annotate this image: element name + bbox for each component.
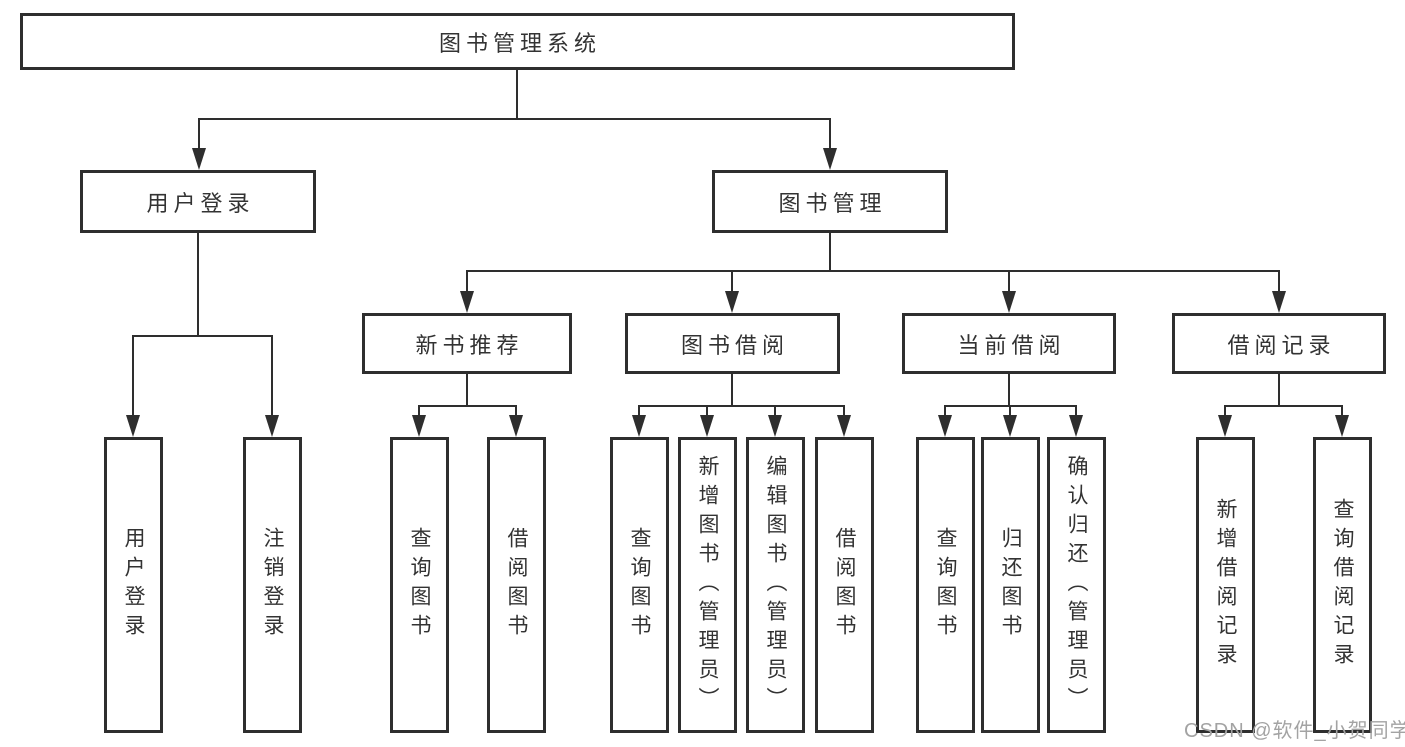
arrowhead-down-icon	[509, 415, 523, 437]
node-user-login-label: 用户登录	[146, 190, 255, 216]
node-user-login: 用户登录	[80, 170, 316, 233]
arrowhead-down-icon	[700, 415, 714, 437]
connector-line	[638, 405, 845, 407]
connector-line	[1341, 407, 1343, 417]
connector-line	[829, 120, 831, 150]
leaf-borrow-books-2-label: 借阅图书	[833, 527, 856, 643]
leaf-query-books-2: 查询图书	[610, 437, 669, 733]
arrowhead-down-icon	[725, 291, 739, 313]
connector-line	[944, 407, 946, 417]
connector-line	[1008, 272, 1010, 293]
arrowhead-down-icon	[460, 291, 474, 313]
connector-line	[1008, 374, 1010, 407]
leaf-return-books: 归还图书	[981, 437, 1040, 733]
leaf-add-borrow-record: 新增借阅记录	[1196, 437, 1255, 733]
connector-line	[466, 272, 468, 293]
arrowhead-down-icon	[126, 415, 140, 437]
connector-line	[418, 405, 517, 407]
connector-line	[843, 407, 845, 417]
arrowhead-down-icon	[1003, 415, 1017, 437]
leaf-confirm-return-admin-label: 确认归还（管理员）	[1065, 454, 1088, 716]
connector-line	[1009, 407, 1011, 417]
leaf-query-borrow-record-label: 查询借阅记录	[1331, 498, 1354, 672]
arrowhead-down-icon	[1335, 415, 1349, 437]
node-book-borrowing-label: 图书借阅	[680, 332, 789, 358]
node-new-book-recommend: 新书推荐	[362, 313, 572, 374]
arrowhead-down-icon	[1002, 291, 1016, 313]
leaf-add-books-admin: 新增图书（管理员）	[678, 437, 737, 733]
connector-line	[706, 407, 708, 417]
leaf-borrow-books-1-label: 借阅图书	[505, 527, 528, 643]
connector-line	[132, 337, 134, 417]
leaf-user-login: 用户登录	[104, 437, 163, 733]
leaf-confirm-return-admin: 确认归还（管理员）	[1047, 437, 1106, 733]
connector-line	[516, 70, 518, 120]
arrowhead-down-icon	[1069, 415, 1083, 437]
node-root-label: 图书管理系统	[438, 30, 601, 56]
connector-line	[1278, 374, 1280, 407]
arrowhead-down-icon	[265, 415, 279, 437]
leaf-query-books-3-label: 查询图书	[934, 527, 957, 643]
arrowhead-down-icon	[938, 415, 952, 437]
connector-line	[1278, 272, 1280, 293]
leaf-add-books-admin-label: 新增图书（管理员）	[696, 454, 719, 716]
node-new-book-recommend-label: 新书推荐	[415, 332, 524, 358]
connector-line	[944, 405, 1077, 407]
arrowhead-down-icon	[1272, 291, 1286, 313]
connector-line	[271, 337, 273, 417]
arrowhead-down-icon	[412, 415, 426, 437]
connector-line	[197, 233, 199, 337]
node-borrowing-records-label: 借阅记录	[1227, 332, 1336, 358]
connector-line	[198, 118, 831, 120]
connector-line	[1224, 405, 1343, 407]
arrowhead-down-icon	[768, 415, 782, 437]
connector-line	[418, 407, 420, 417]
arrowhead-down-icon	[192, 148, 206, 170]
leaf-query-books-1-label: 查询图书	[408, 527, 431, 643]
node-root: 图书管理系统	[20, 13, 1015, 70]
leaf-user-login-label: 用户登录	[122, 527, 145, 643]
node-borrowing-records: 借阅记录	[1172, 313, 1386, 374]
connector-line	[638, 407, 640, 417]
arrowhead-down-icon	[632, 415, 646, 437]
leaf-logout-label: 注销登录	[261, 527, 284, 643]
connector-line	[1075, 407, 1077, 417]
leaf-add-borrow-record-label: 新增借阅记录	[1214, 498, 1237, 672]
arrowhead-down-icon	[837, 415, 851, 437]
leaf-edit-books-admin: 编辑图书（管理员）	[746, 437, 805, 733]
connector-line	[1224, 407, 1226, 417]
node-book-management-label: 图书管理	[778, 190, 887, 216]
leaf-query-books-1: 查询图书	[390, 437, 449, 733]
leaf-query-books-2-label: 查询图书	[628, 527, 651, 643]
connector-line	[774, 407, 776, 417]
leaf-borrow-books-2: 借阅图书	[815, 437, 874, 733]
connector-line	[515, 407, 517, 417]
arrowhead-down-icon	[823, 148, 837, 170]
node-current-borrowing: 当前借阅	[902, 313, 1116, 374]
node-book-borrowing: 图书借阅	[625, 313, 840, 374]
arrowhead-down-icon	[1218, 415, 1232, 437]
leaf-query-borrow-record: 查询借阅记录	[1313, 437, 1372, 733]
leaf-return-books-label: 归还图书	[999, 527, 1022, 643]
leaf-borrow-books-1: 借阅图书	[487, 437, 546, 733]
watermark: CSDN @软件_小贺同学	[1184, 720, 1405, 742]
connector-line	[731, 272, 733, 293]
connector-line	[466, 374, 468, 407]
connector-line	[829, 233, 831, 272]
leaf-logout: 注销登录	[243, 437, 302, 733]
leaf-query-books-3: 查询图书	[916, 437, 975, 733]
connector-line	[132, 335, 273, 337]
leaf-edit-books-admin-label: 编辑图书（管理员）	[764, 454, 787, 716]
node-book-management: 图书管理	[712, 170, 948, 233]
connector-line	[466, 270, 1280, 272]
connector-line	[731, 374, 733, 407]
connector-line	[198, 120, 200, 150]
node-current-borrowing-label: 当前借阅	[957, 332, 1066, 358]
